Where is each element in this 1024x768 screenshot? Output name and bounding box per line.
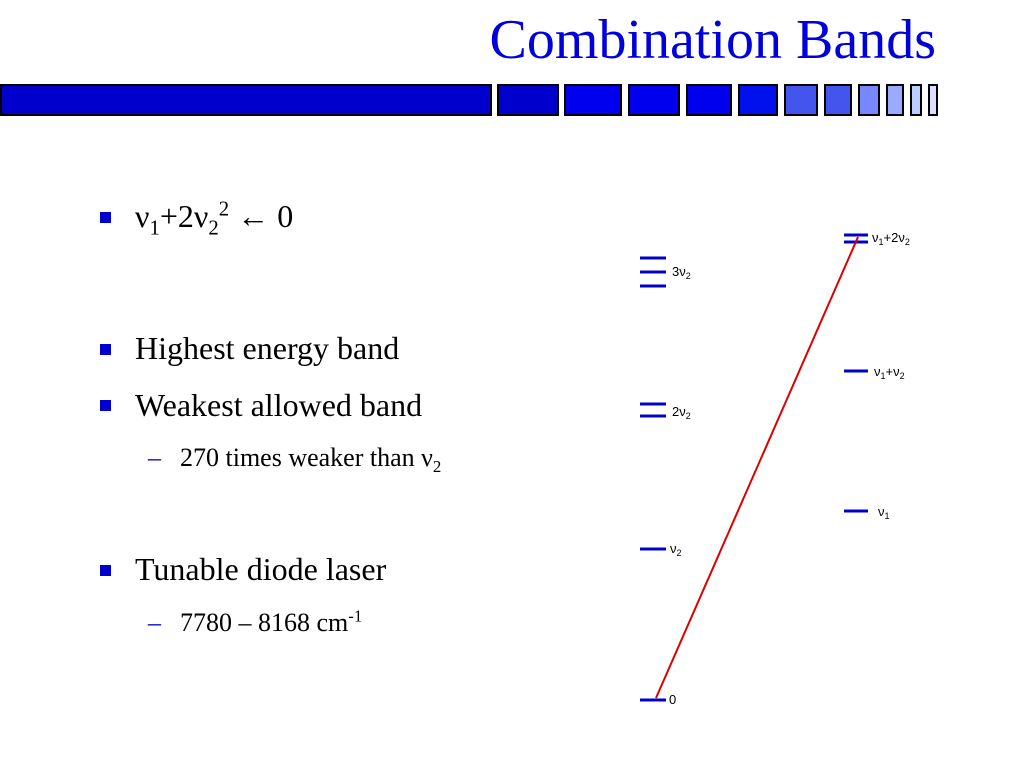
bullet-text: Tunable diode laser [135,551,387,587]
title-bar-segment [886,84,904,116]
title-bar-segment [628,84,680,116]
title-bar-segment [564,84,622,116]
level-label: 2ν2 [672,404,691,421]
subscript: 1 [149,216,160,240]
level-ground: 0 [640,692,676,707]
title-bar-segment [0,84,492,116]
title-bar-segment [738,84,778,116]
bullet-text: ν [135,198,150,234]
bullet-text: Weakest allowed band [135,387,423,423]
title-bar-segment [497,84,559,116]
bullet-marker [100,212,111,223]
sub-bullet-text: 7780 – 8168 cm-1 [180,607,362,637]
level-label: 3ν2 [672,264,691,281]
transition-arrow [655,236,859,699]
level-label: ν2 [670,541,682,558]
bullet-marker [100,400,111,411]
title-bar-segment [910,84,922,116]
superscript: -1 [348,606,363,626]
title-bar-segment [858,84,880,116]
level-3v2: 3ν2 [640,256,691,288]
bullet-marker [100,565,111,576]
level-v2: ν2 [640,541,682,558]
title-bar-segment [686,84,732,116]
bullet-text: ← 0 [229,198,294,234]
title-bar-segment [784,84,818,116]
bullet-text: Highest energy band [135,330,400,366]
title-bar-segment [928,84,938,116]
sub-bullet-text: 270 times weaker than ν2 [180,443,441,476]
bullet-marker [100,344,111,355]
sub-bullet-label: 270 times weaker than ν [180,443,433,472]
bullet-transition: ν1+2ν22 ← 0 [135,197,294,238]
superscript: 2 [218,197,230,221]
level-label: ν1 [878,504,890,521]
sub-bullet-dash: – [148,443,161,472]
level-label: ν1+ν2 [874,364,905,381]
level-v1-v2: ν1+ν2 [844,364,905,381]
bullet-text: +2ν [159,198,209,234]
level-label: ν1+2ν2 [872,230,910,247]
sub-bullet-dash: – [148,608,161,637]
subscript: 2 [208,216,219,240]
level-v1: ν1 [844,504,890,521]
subscript: 2 [432,457,442,477]
level-2v2: 2ν2 [640,402,691,421]
title-bar-segment [824,84,852,116]
level-label: 0 [669,692,676,707]
slide-title: Combination Bands [489,9,936,71]
sub-bullet-label: 7780 – 8168 cm [180,608,349,637]
